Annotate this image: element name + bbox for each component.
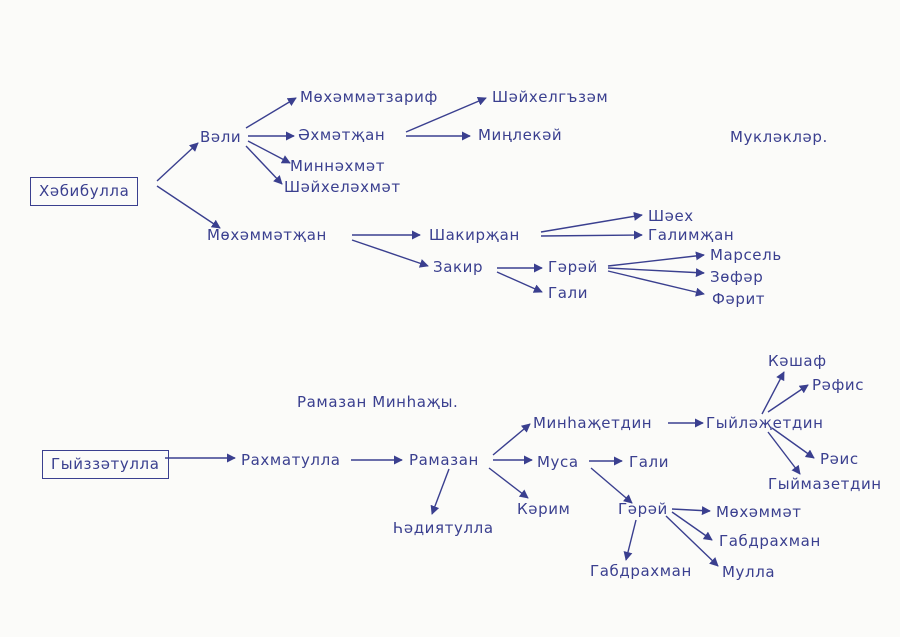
edge-vali-mohammatzarif <box>245 97 297 129</box>
node-karim: Кәрим <box>517 500 571 518</box>
edge-ramazan-karim <box>488 467 529 499</box>
node-mohammatzarif: Мөхәммәтзариф <box>300 88 438 106</box>
node-farit: Фәрит <box>712 290 766 308</box>
edge-garay2-mulla <box>665 515 719 567</box>
node-gabdrahman-1: Габдрахман <box>719 532 821 550</box>
edge-giylajetdin-rais <box>771 427 815 459</box>
edge-garay2-mohammat <box>671 506 711 516</box>
node-giyzzatulla: Гыйззәтулла <box>42 450 169 479</box>
node-mohammat: Мөхәммәт <box>716 503 802 521</box>
node-galimjan: Галимҗан <box>648 226 735 244</box>
node-ramazan: Рамазан <box>409 451 479 469</box>
edge-habibulla-vali <box>156 142 199 182</box>
edge-vali-minnahmat <box>247 140 291 164</box>
node-shayhelagyzam: Шәйхелгъзәм <box>492 88 609 106</box>
node-giymazetdin: Гыймазетдин <box>768 475 882 493</box>
edge-ramazan-minhajetdin <box>492 423 531 456</box>
node-ahmatjan: Әхмәтҗан <box>298 126 386 144</box>
node-mulla: Мулла <box>722 563 776 581</box>
edge-garay1-marsel <box>607 251 705 267</box>
edge-vali-shayhelahmat <box>245 145 283 185</box>
edge-giylajetdin-rafis <box>767 384 809 413</box>
node-minhajetdin: Минһаҗетдин <box>533 414 653 432</box>
node-marsel: Марсель <box>710 246 782 264</box>
edge-habibulla-mohammatjan <box>156 185 221 229</box>
node-zofar: Зөфәр <box>710 268 764 286</box>
node-gali-1: Гали <box>548 284 589 302</box>
edge-shakirjan-galimjan <box>540 230 643 240</box>
node-rahmatulla: Рахматулла <box>241 451 341 469</box>
edge-shakirjan-shaeh <box>540 211 643 233</box>
node-garay-1: Гәрәй <box>548 258 598 276</box>
node-vali: Вәли <box>200 128 242 146</box>
node-habibulla: Хәбибулла <box>30 177 139 206</box>
node-shayhelahmat: Шәйхеләхмәт <box>284 178 401 196</box>
node-garay-2: Гәрәй <box>618 500 668 518</box>
node-rais: Рәис <box>820 450 859 468</box>
edge-zakir-gali1 <box>496 271 543 293</box>
edge-giylajetdin-giymazetdin <box>767 431 801 475</box>
node-hadiyatulla: Һәдиятулла <box>393 519 494 537</box>
node-gabdrahman-2: Габдрахман <box>590 562 692 580</box>
edge-garay1-zofar <box>607 267 705 278</box>
node-minnahmat: Миннәхмәт <box>290 157 386 175</box>
node-giylajetdin: Гыйләҗетдин <box>706 414 824 432</box>
edge-ramazan-hadiyatulla <box>430 468 450 515</box>
caption-bottom: Рамазан Минһаҗы. <box>297 393 459 411</box>
node-shaeh: Шәех <box>648 207 694 225</box>
edge-garay1-farit <box>607 270 705 297</box>
node-musa: Муса <box>537 453 579 471</box>
node-zakir: Закир <box>433 258 484 276</box>
edge-mohammatjan-zakir <box>351 239 429 268</box>
node-gali-2: Гали <box>629 453 670 471</box>
node-kashaf: Кәшаф <box>768 352 827 370</box>
node-shakirjan: Шакирҗан <box>429 226 520 244</box>
edge-garay2-gabdrahman2 <box>623 519 637 561</box>
edge-ahmatjan-shayhelagyzam <box>405 97 487 133</box>
caption-top: Мукләкләр. <box>730 128 828 146</box>
node-mohammatjan: Мөхәммәтҗан <box>207 226 327 244</box>
edge-musa-garay2 <box>590 467 633 504</box>
node-rafis: Рәфис <box>812 376 865 394</box>
edge-garay2-gabdrahman1 <box>671 511 713 541</box>
node-minlekay: Миңлекәй <box>478 126 563 144</box>
edge-giylajetdin-kashaf <box>761 371 785 415</box>
